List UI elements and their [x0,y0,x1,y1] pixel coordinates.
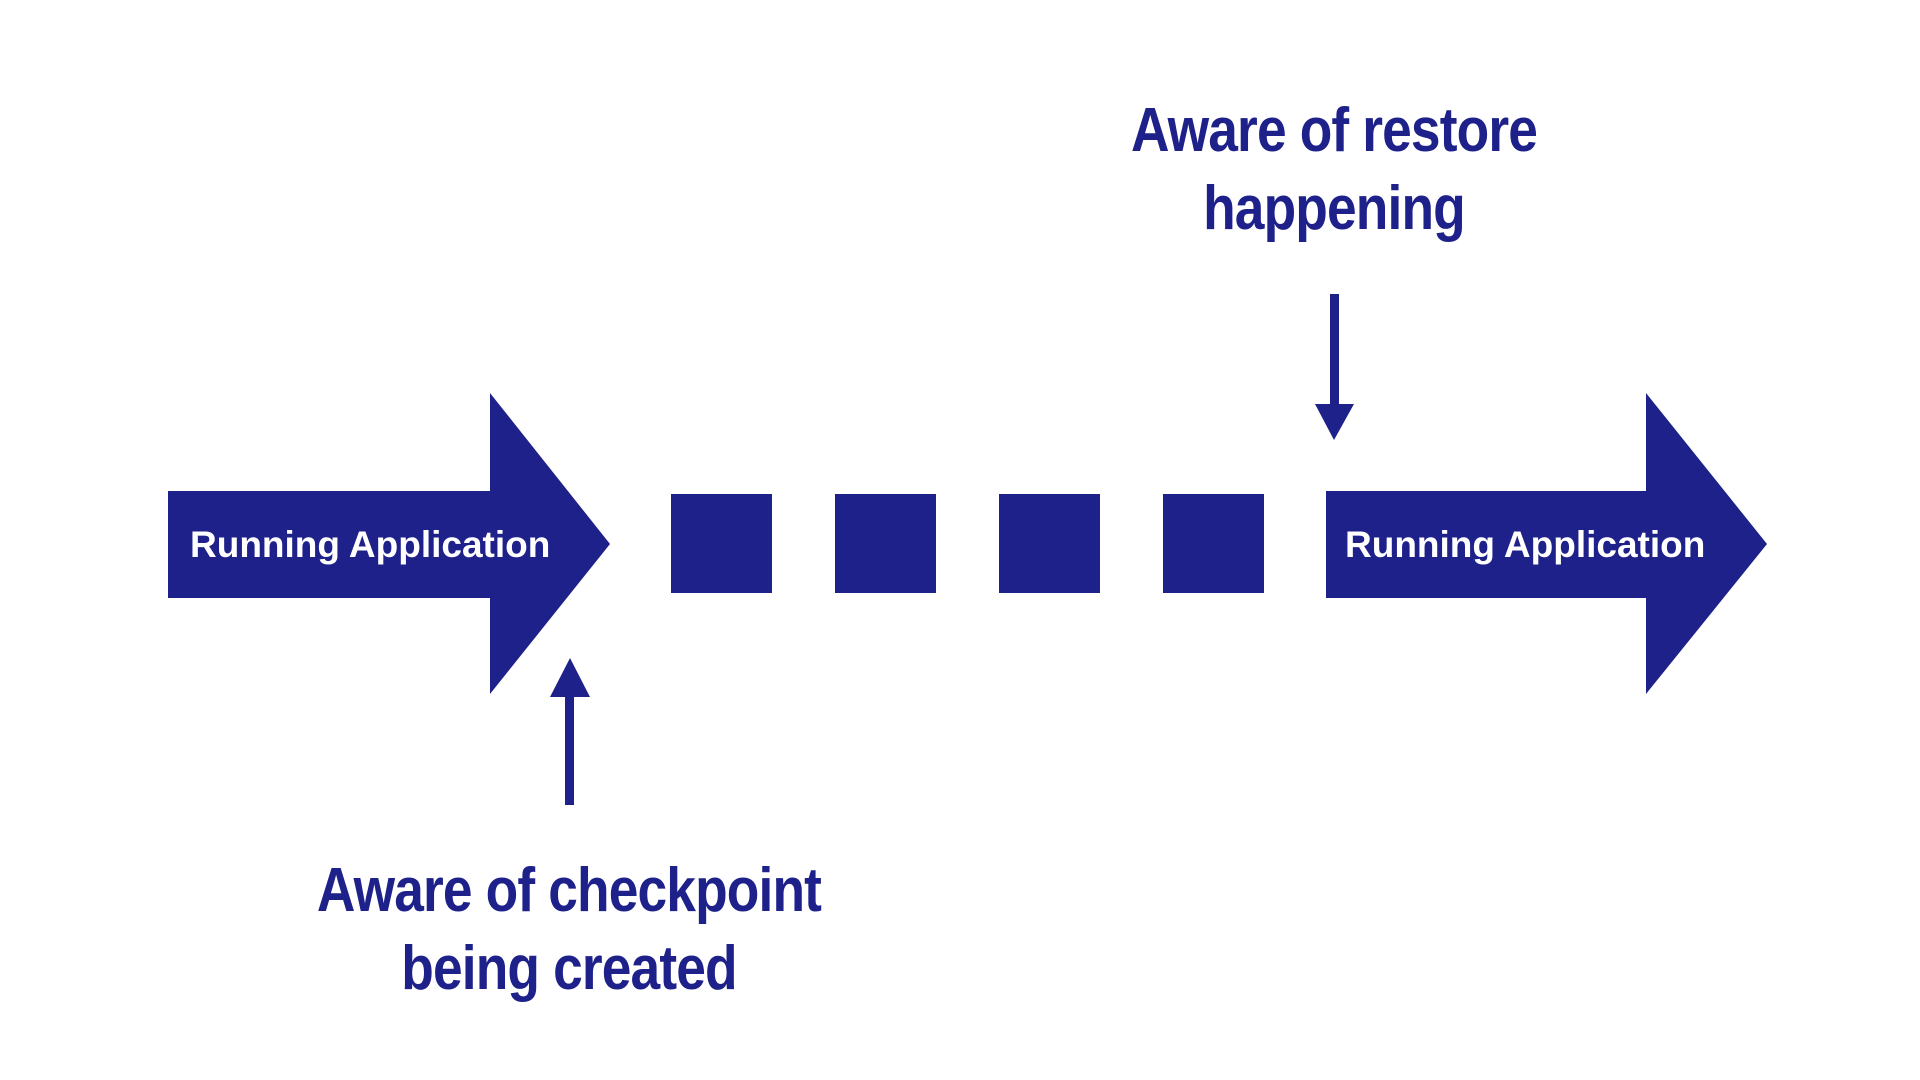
gap-block [671,494,772,593]
left-running-arrow [168,393,610,694]
restore-callout-line1: Aware of restore [1130,96,1538,165]
checkpoint-callout: Aware of checkpoint being created [277,852,862,1008]
checkpoint-callout-line1: Aware of checkpoint [316,856,822,925]
restore-callout: Aware of restore happening [1076,92,1592,248]
checkpoint-callout-line2: being created [401,934,737,1003]
gap-block [835,494,936,593]
right-running-arrow [1326,393,1767,694]
left-arrow-label: Running Application [190,524,551,565]
restore-pointer-arrow [1315,294,1354,440]
gap-block [1163,494,1264,593]
restore-callout-line2: happening [1203,174,1466,243]
gap-block [999,494,1100,593]
right-arrow-label: Running Application [1345,524,1706,565]
checkpoint-pointer-arrow [550,658,590,805]
